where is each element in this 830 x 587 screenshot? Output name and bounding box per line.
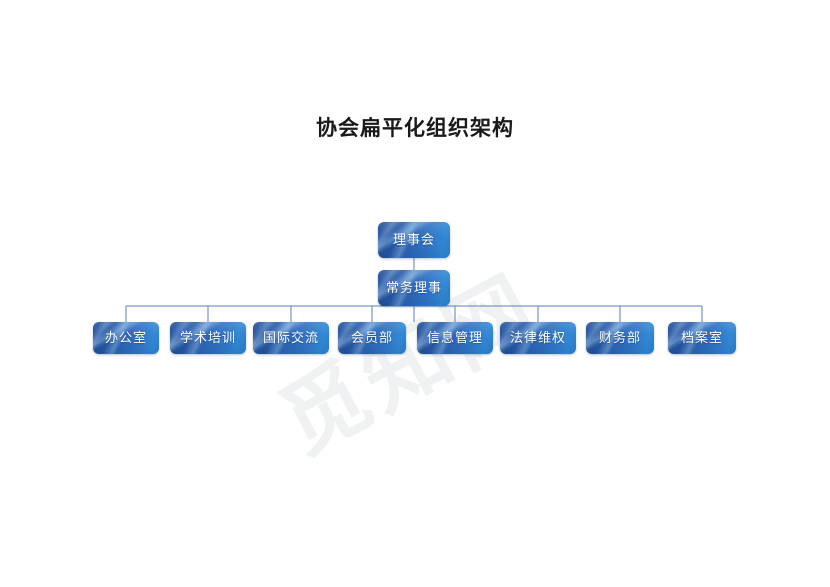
node-department-legal-rights-label: 法律维权 bbox=[509, 330, 566, 346]
node-standing-director-label: 常务理事 bbox=[385, 280, 442, 296]
node-department-academic-training[interactable]: 学术培训 bbox=[170, 322, 246, 354]
node-department-office[interactable]: 办公室 bbox=[93, 322, 159, 354]
node-board[interactable]: 理事会 bbox=[378, 222, 450, 258]
node-department-membership[interactable]: 会员部 bbox=[338, 322, 406, 354]
node-department-finance-label: 财务部 bbox=[598, 330, 641, 346]
node-department-international-exchange-label: 国际交流 bbox=[262, 330, 319, 346]
node-department-academic-training-label: 学术培训 bbox=[179, 330, 236, 346]
node-department-legal-rights[interactable]: 法律维权 bbox=[500, 322, 576, 354]
node-department-information-management-label: 信息管理 bbox=[426, 330, 483, 346]
node-standing-director[interactable]: 常务理事 bbox=[378, 270, 450, 306]
node-department-archives[interactable]: 档案室 bbox=[668, 322, 736, 354]
node-department-information-management[interactable]: 信息管理 bbox=[417, 322, 493, 354]
node-department-membership-label: 会员部 bbox=[350, 330, 393, 346]
node-department-archives-label: 档案室 bbox=[680, 330, 723, 346]
node-department-finance[interactable]: 财务部 bbox=[586, 322, 654, 354]
node-department-international-exchange[interactable]: 国际交流 bbox=[253, 322, 329, 354]
site-watermark: 觅知网 bbox=[264, 256, 556, 475]
node-board-label: 理事会 bbox=[392, 232, 435, 248]
node-department-office-label: 办公室 bbox=[104, 330, 147, 346]
page-title: 协会扁平化组织架构 bbox=[316, 116, 514, 140]
